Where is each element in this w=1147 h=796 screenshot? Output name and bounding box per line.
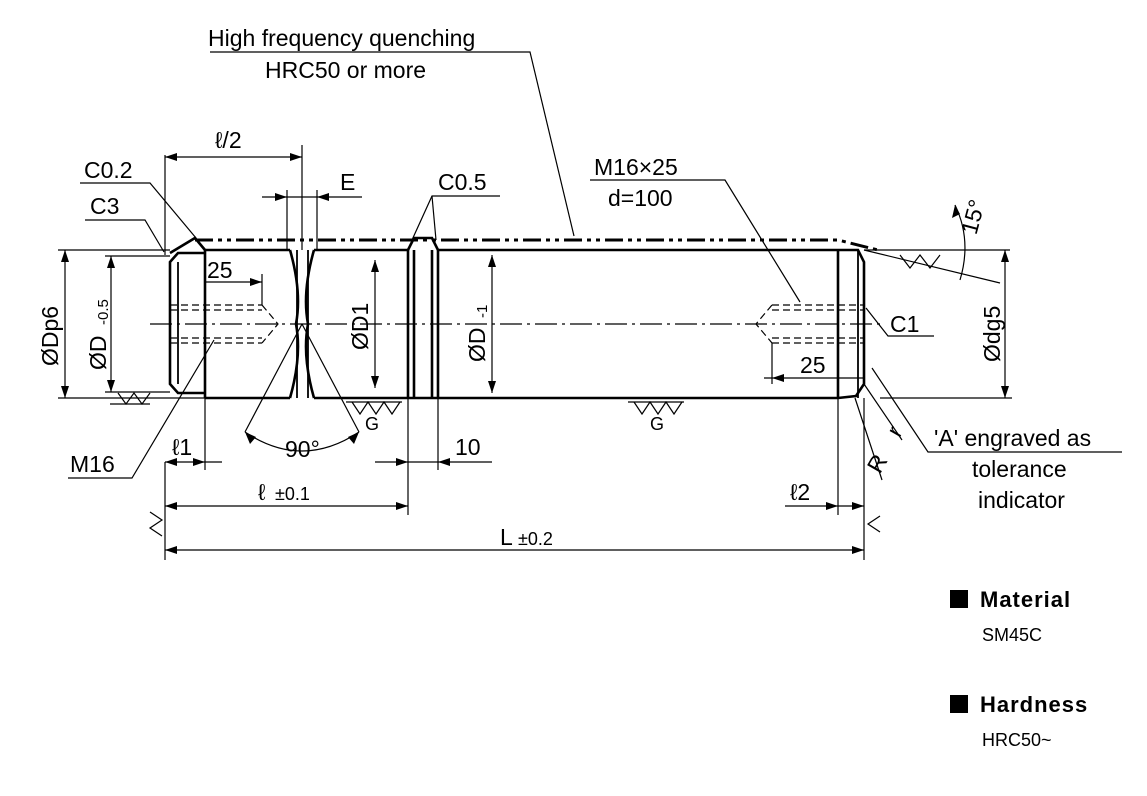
diameter-d-left-label: ØD xyxy=(85,336,111,371)
diameter-d-right-label: ØD xyxy=(464,328,490,363)
length-10-label: 10 xyxy=(455,434,481,460)
length-total-tolerance: ±0.2 xyxy=(518,529,553,549)
grind-mark-1: G xyxy=(365,414,379,434)
radius-large-label: R xyxy=(862,450,893,477)
material-value: SM45C xyxy=(982,625,1042,645)
angle-90-label: 90° xyxy=(285,436,320,462)
chamfer-c05-label: C0.5 xyxy=(438,169,487,195)
diameter-dg5-label: Ødg5 xyxy=(979,306,1005,362)
shaft-outline xyxy=(168,236,866,400)
quench-zone-line xyxy=(195,238,879,252)
diameter-d1-label: ØD1 xyxy=(347,303,373,350)
angle-15-label: 15° xyxy=(956,197,990,237)
engrave-line3: indicator xyxy=(978,487,1065,513)
length-total-label: L xyxy=(500,524,513,550)
groove-e-label: E xyxy=(340,169,355,195)
diameter-d-left-tolerance: -0.5 xyxy=(95,299,112,325)
thread-spec-line1: M16×25 xyxy=(594,154,678,180)
engrave-line1: 'A' engraved as xyxy=(934,425,1091,451)
thread-spec-line2: d=100 xyxy=(608,185,673,211)
hardness-bullet-icon xyxy=(950,695,968,713)
material-label: Material xyxy=(980,587,1071,612)
thread-depth-right-label: 25 xyxy=(800,352,826,378)
half-length-label: ℓ/2 xyxy=(215,127,242,153)
length-l-label: ℓ xyxy=(258,479,266,505)
engrave-line2: tolerance xyxy=(972,456,1067,482)
chamfer-c1-label: C1 xyxy=(890,311,919,337)
treatment-label-line2: HRC50 or more xyxy=(265,57,426,83)
chamfer-c02-label: C0.2 xyxy=(84,157,133,183)
length-l-tolerance: ±0.1 xyxy=(275,484,310,504)
threaded-hole-left xyxy=(170,304,279,344)
radius-small-label: r xyxy=(881,421,908,441)
treatment-label-line1: High frequency quenching xyxy=(208,25,475,51)
chamfer-c3-label: C3 xyxy=(90,193,119,219)
hardness-value: HRC50~ xyxy=(982,730,1052,750)
material-bullet-icon xyxy=(950,590,968,608)
length-l2-label: ℓ2 xyxy=(790,479,810,505)
length-l1-label: ℓ1 xyxy=(172,434,192,460)
diameter-d-right-tolerance: -1 xyxy=(474,305,491,318)
thread-m16-label: M16 xyxy=(70,451,115,477)
hardness-label: Hardness xyxy=(980,692,1088,717)
diameter-dp6-label: ØDp6 xyxy=(37,306,63,366)
grind-mark-2: G xyxy=(650,414,664,434)
thread-depth-left-label: 25 xyxy=(207,257,233,283)
threaded-hole-right xyxy=(755,304,864,344)
